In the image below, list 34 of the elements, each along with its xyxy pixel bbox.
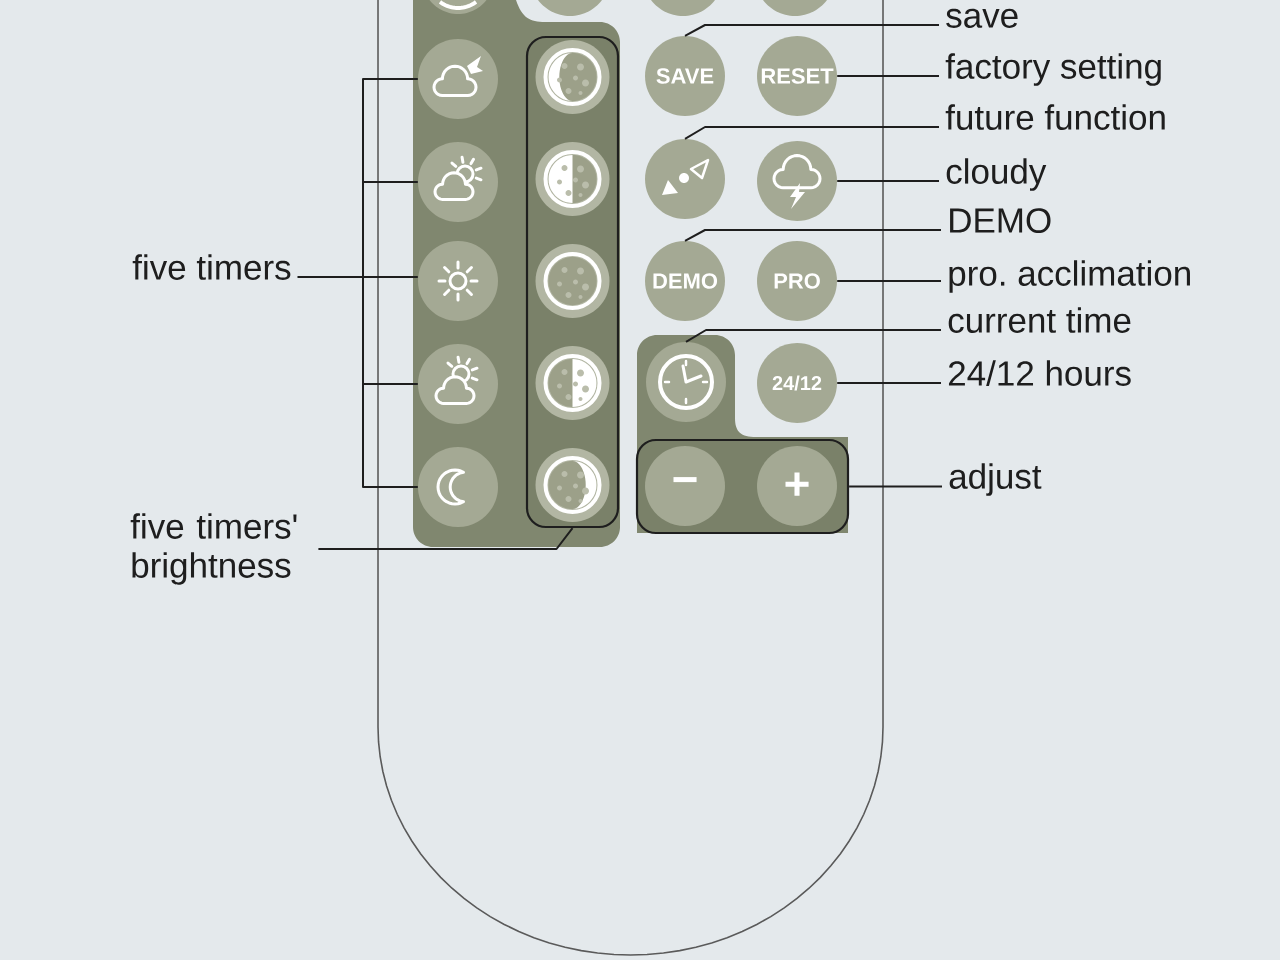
round-button: RESET	[757, 36, 837, 116]
round-button	[538, 0, 602, 16]
callout-label: save	[946, 8, 1018, 28]
leader-line	[317, 527, 574, 550]
leader-line	[684, 126, 940, 140]
callout-label: 24/12 hours	[948, 360, 1131, 386]
callout-label: five timers	[132, 254, 291, 280]
round-button	[429, 0, 487, 14]
callout-label: DEMO	[950, 208, 1051, 233]
remote-outline	[377, 0, 884, 956]
leader-line	[836, 280, 942, 282]
leader-line	[684, 24, 940, 37]
callout-label: pro. acclimation	[949, 260, 1190, 293]
callout-label: future function	[945, 104, 1165, 130]
leader-line	[836, 382, 942, 384]
callout-label: adjust	[949, 463, 1042, 496]
round-button: 24/12	[757, 343, 837, 423]
leader-line	[836, 180, 940, 182]
leader-line	[848, 485, 943, 488]
round-button: SAVE	[645, 36, 725, 116]
callout-label: current time	[948, 307, 1131, 333]
round-button: DEMO	[645, 241, 725, 321]
leader-line	[685, 329, 942, 343]
round-button: −	[645, 446, 725, 526]
leader-line	[296, 276, 419, 488]
callout-label: factory setting	[945, 53, 1161, 86]
round-button	[651, 0, 715, 16]
round-button: PRO	[757, 241, 837, 321]
round-button: +	[757, 446, 837, 526]
leader-line	[836, 75, 940, 77]
callout-label: cloudy	[946, 158, 1047, 191]
callout-label: five timers' brightness	[130, 513, 297, 585]
round-button	[763, 0, 827, 16]
leader-line	[684, 229, 942, 242]
